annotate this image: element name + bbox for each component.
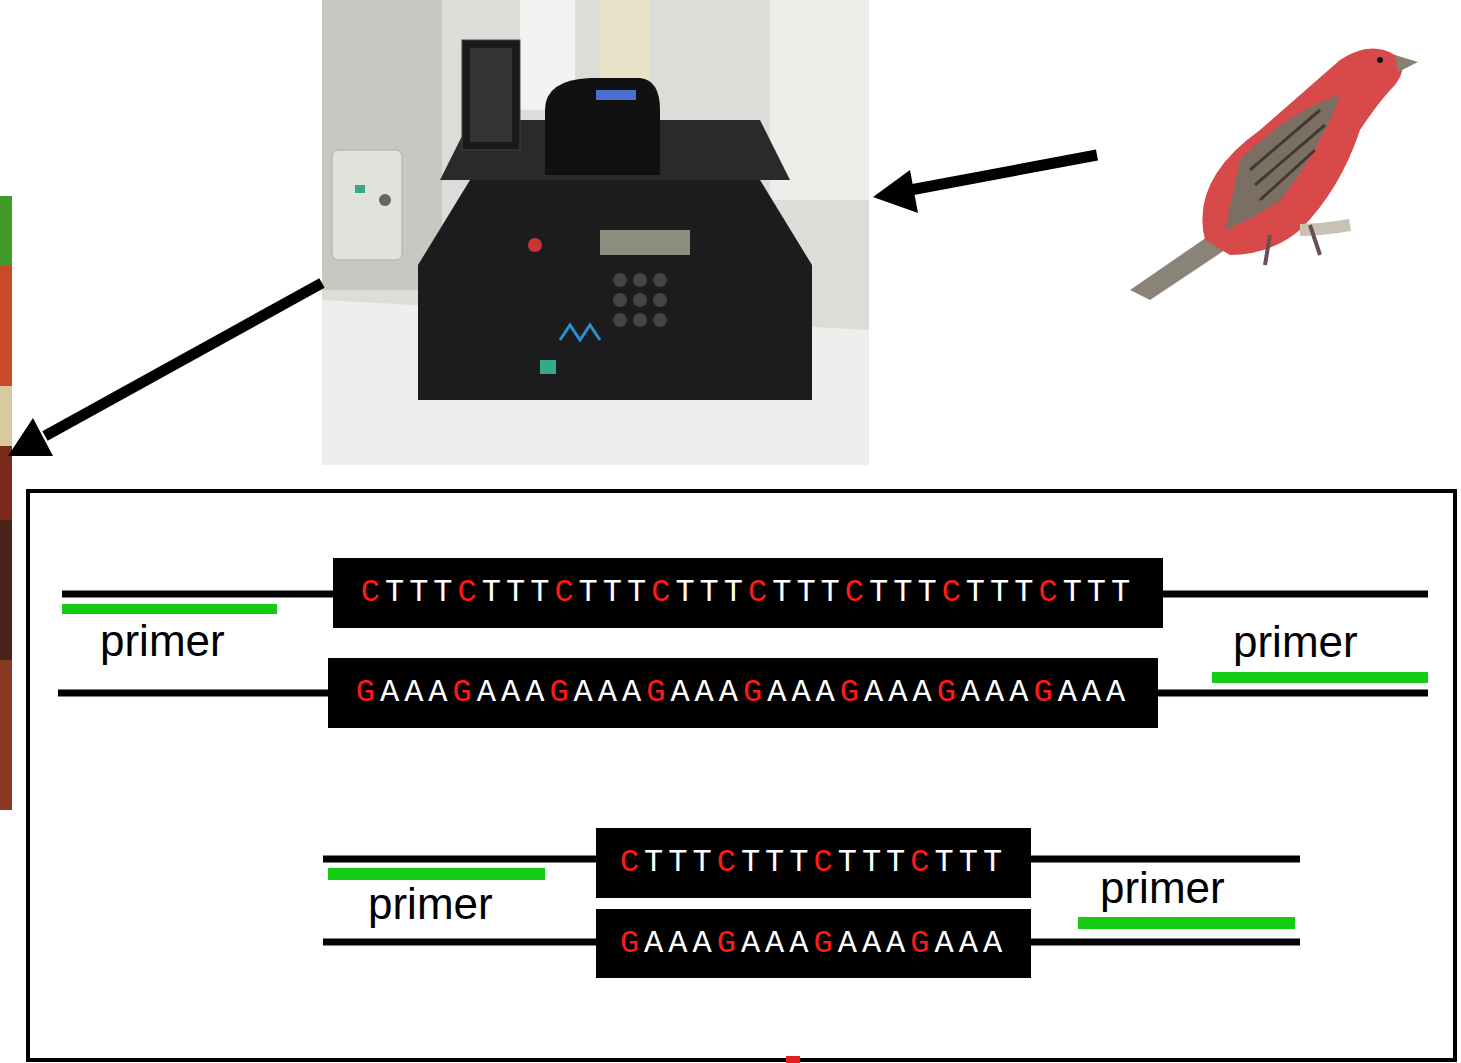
sequence-text: GAAAGAAAGAAAGAAAGAAAGAAAGAAAGAAA: [356, 677, 1131, 709]
sequence-text: CTTTCTTTCTTTCTTTCTTTCTTTCTTTCTTT: [361, 577, 1136, 609]
primer-label: primer: [100, 619, 225, 663]
left-photo-strip: [0, 196, 12, 810]
primer-label: primer: [1100, 866, 1225, 910]
primer-label: primer: [1233, 620, 1358, 664]
dna-strand: [58, 594, 1428, 942]
sequence-text: GAAAGAAAGAAAGAAA: [620, 928, 1007, 960]
flow-arrow: [8, 283, 322, 456]
repeat-sequence-box: CTTTCTTTCTTTCTTT: [596, 828, 1031, 898]
repeat-sequence-box: GAAAGAAAGAAAGAAA: [596, 909, 1031, 978]
flow-arrow: [873, 155, 1097, 213]
diagram-frame: [28, 491, 1455, 1060]
repeat-sequence-box: GAAAGAAAGAAAGAAAGAAAGAAAGAAAGAAA: [328, 658, 1158, 728]
pcr-machine-photo: [322, 0, 869, 465]
primer-bar: [62, 604, 1428, 929]
primer-label: primer: [368, 882, 493, 926]
mark: [786, 1056, 800, 1063]
sequence-text: CTTTCTTTCTTTCTTT: [620, 847, 1007, 879]
house-finch-illustration: [1130, 49, 1418, 300]
repeat-sequence-box: CTTTCTTTCTTTCTTTCTTTCTTTCTTTCTTT: [333, 558, 1163, 628]
